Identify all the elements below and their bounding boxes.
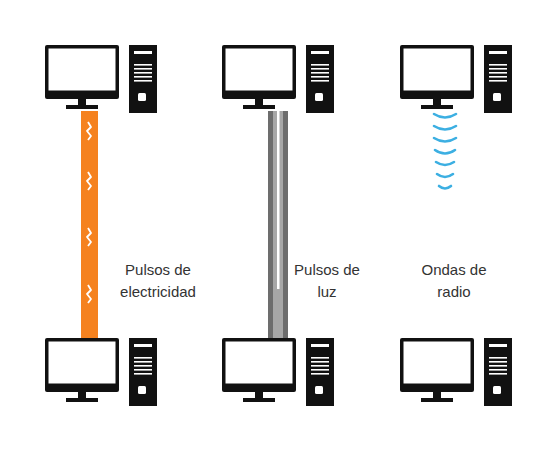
computer-icon — [400, 45, 512, 113]
medium-label: Pulsos de electricidad — [108, 259, 208, 303]
computer-icon — [45, 45, 157, 113]
copper-cable — [81, 111, 98, 338]
computer-icon — [400, 338, 512, 406]
computer-icon — [45, 338, 157, 406]
computer-icon — [222, 338, 334, 406]
medium-label: Ondas de radio — [406, 259, 502, 303]
medium-label: Pulsos de luz — [290, 259, 364, 303]
fiber-optic-cable — [268, 111, 288, 338]
radio-waves — [434, 114, 456, 189]
computer-icon — [222, 45, 334, 113]
